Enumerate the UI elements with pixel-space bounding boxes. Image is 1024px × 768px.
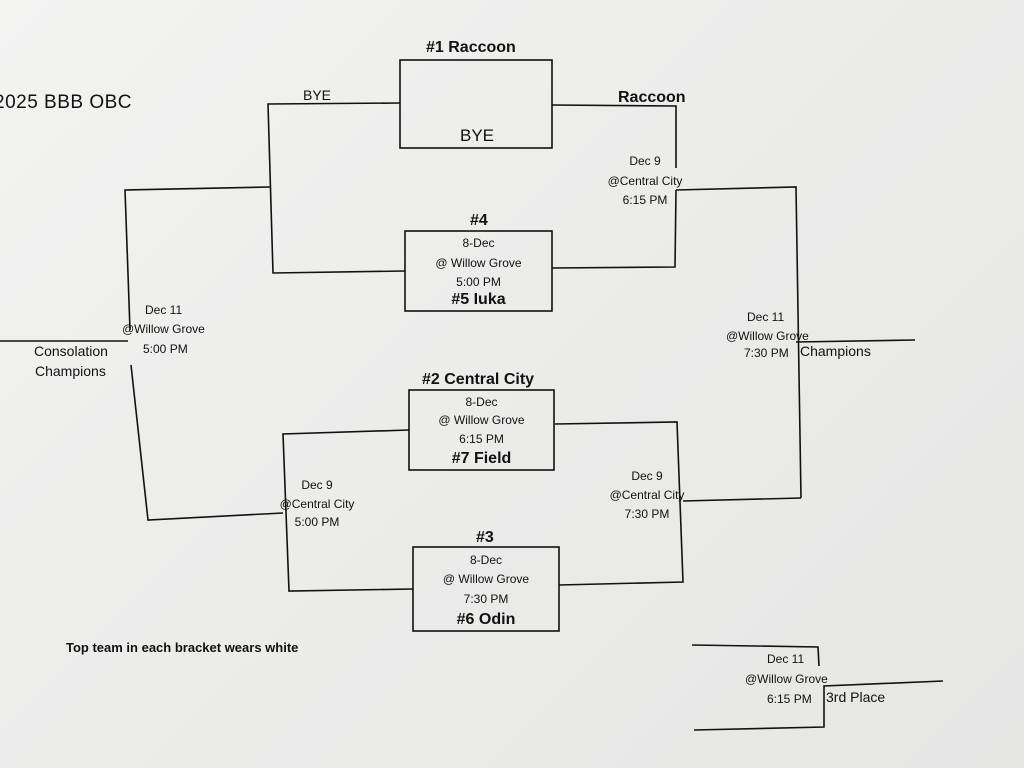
game1-bye-label: BYE	[460, 126, 495, 145]
semi-bottom-location: @Central City	[609, 488, 685, 502]
semi-bottom-line	[554, 421, 684, 586]
wear-note: Top team in each bracket wears white	[66, 640, 299, 655]
game4-seed-bottom: #6 Odin	[456, 611, 516, 628]
third-place-label: 3rd Place	[826, 689, 886, 705]
consolation-semi-out	[130, 364, 284, 521]
game1-seed: #1 Raccoon	[426, 39, 516, 56]
game1-opponent: BYE	[303, 87, 332, 103]
consolation-top	[124, 186, 271, 331]
consolation-label-line2: Champions	[35, 363, 106, 379]
consolation-label-line1: Consolation	[34, 343, 108, 359]
game1-box	[399, 59, 553, 149]
game3-location: @ Willow Grove	[438, 413, 525, 427]
final-time: 7:30 PM	[744, 346, 789, 360]
champions-line	[795, 339, 916, 343]
third-place-top	[691, 644, 820, 667]
consolation-semi-location: @Central City	[279, 497, 355, 511]
champions-label: Champions	[800, 343, 871, 359]
third-place-location: @Willow Grove	[745, 672, 828, 686]
game1-winner: Raccoon	[618, 89, 686, 106]
game1-winner-line	[551, 104, 677, 168]
semi-top-line	[675, 186, 802, 499]
game2-seed-bottom: #5 Iuka	[451, 291, 506, 308]
game3-seed-bottom: #7 Field	[451, 450, 512, 467]
game2-seed-top: #4	[470, 212, 488, 229]
game2-date: 8-Dec	[462, 236, 495, 250]
game2-location: @ Willow Grove	[435, 256, 522, 270]
final-location: @Willow Grove	[726, 329, 809, 343]
game4-seed-top: #3	[476, 529, 494, 546]
tournament-title: 2025 BBB OBC	[0, 92, 133, 113]
game3-seed-top: #2 Central City	[422, 371, 535, 388]
semi-bottom-time: 7:30 PM	[624, 507, 670, 521]
consolation-semi-date: Dec 9	[301, 478, 333, 492]
game3-date: 8-Dec	[465, 395, 498, 409]
game2-winner-line	[551, 189, 677, 269]
game2-time: 5:00 PM	[456, 275, 501, 289]
semi-bottom-date: Dec 9	[631, 469, 663, 483]
consolation-final-date: Dec 11	[145, 303, 183, 317]
game3-time: 6:15 PM	[459, 432, 504, 446]
game4-time: 7:30 PM	[463, 592, 509, 606]
bye-line	[267, 102, 406, 274]
final-date: Dec 11	[747, 310, 785, 324]
game4-location: @ Willow Grove	[442, 572, 530, 586]
consolation-semi-time: 5:00 PM	[294, 515, 340, 529]
game4-date: 8-Dec	[469, 553, 502, 567]
third-place-bottom	[693, 680, 944, 731]
consolation-semi-line	[282, 429, 414, 592]
semi-top-time: 6:15 PM	[622, 193, 668, 207]
consolation-final-location: @Willow Grove	[122, 322, 205, 336]
semi-top-location: @Central City	[607, 174, 683, 188]
third-place-time: 6:15 PM	[767, 692, 812, 706]
third-place-date: Dec 11	[767, 652, 805, 666]
consolation-final-time: 5:00 PM	[143, 342, 188, 356]
semi-top-date: Dec 9	[629, 154, 661, 168]
semi-bottom-out	[682, 497, 802, 502]
